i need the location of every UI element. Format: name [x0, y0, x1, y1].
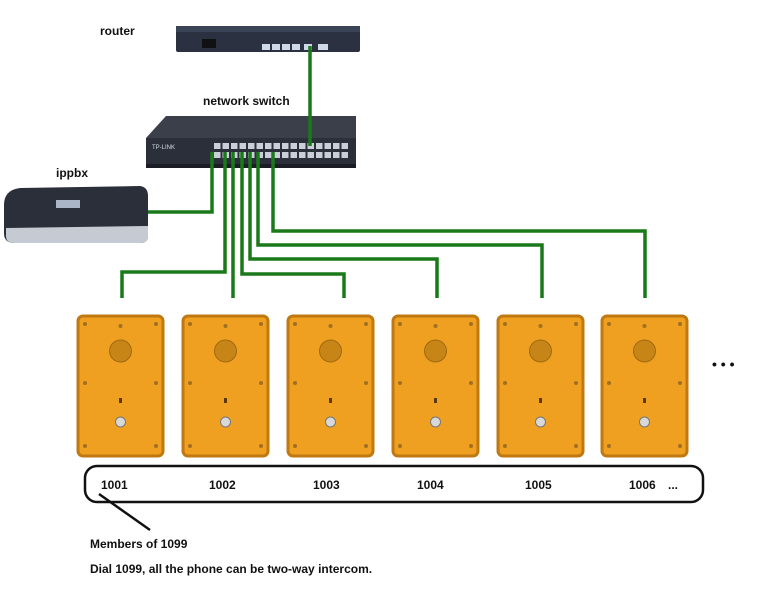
- instruction-text: Dial 1099, all the phone can be two-way …: [90, 562, 373, 576]
- intercom-phone-1004: [391, 314, 480, 458]
- switch-port: [333, 143, 340, 149]
- switch-port: [316, 152, 323, 158]
- switch-port: [231, 143, 238, 149]
- speaker-grille: [529, 339, 552, 363]
- extension-label-1006: 1006: [629, 478, 656, 492]
- switch-port: [248, 143, 255, 149]
- speaker-grille: [214, 339, 237, 363]
- cable-1004: [248, 152, 439, 298]
- switch-port: [299, 143, 306, 149]
- switch-port: [239, 143, 246, 149]
- call-button: [430, 416, 441, 428]
- extension-label-1003: 1003: [313, 478, 340, 492]
- switch-port: [290, 143, 297, 149]
- members-label: Members of 1099: [90, 537, 188, 551]
- switch-port: [341, 152, 348, 158]
- extension-label-1002: 1002: [209, 478, 236, 492]
- switch-port: [222, 143, 229, 149]
- extension-label-1005: 1005: [525, 478, 552, 492]
- members-bracket: [83, 464, 705, 532]
- switch-port: [214, 143, 221, 149]
- speaker-grille: [424, 339, 447, 363]
- switch-port: [273, 143, 280, 149]
- intercom-phone-1002: [181, 314, 270, 458]
- extension-label-1001: 1001: [101, 478, 128, 492]
- network-switch-label: network switch: [203, 94, 290, 108]
- switch-brand: TP-LINK: [152, 145, 175, 151]
- call-button: [325, 416, 336, 428]
- switch-port: [214, 152, 221, 158]
- switch-port: [282, 143, 289, 149]
- intercom-phone-1001: [76, 314, 165, 458]
- more-phones-indicator: • • •: [712, 356, 735, 372]
- phones-group: [76, 314, 689, 458]
- speaker-grille: [633, 339, 656, 363]
- switch-port: [333, 152, 340, 158]
- switch-port: [273, 152, 280, 158]
- cable-1003: [240, 152, 346, 298]
- call-button: [220, 416, 231, 428]
- switch-port: [290, 152, 297, 158]
- switch-port: [282, 152, 289, 158]
- ippbx-device: [4, 186, 148, 243]
- switch-port: [307, 152, 314, 158]
- router-label: router: [100, 24, 135, 38]
- cable-ippbx-switch: [148, 152, 214, 214]
- cable-1001: [120, 152, 227, 298]
- network-cables: [120, 46, 647, 298]
- switch-port: [265, 152, 272, 158]
- switch-port: [341, 143, 348, 149]
- intercom-phone-1006: [600, 314, 689, 458]
- switch-port: [299, 152, 306, 158]
- switch-port: [324, 143, 331, 149]
- intercom-phone-1003: [286, 314, 375, 458]
- extension-label-1004: 1004: [417, 478, 444, 492]
- speaker-grille: [109, 339, 132, 363]
- cable-1005: [256, 152, 544, 298]
- router-device: [176, 26, 360, 52]
- call-button: [535, 416, 546, 428]
- switch-port: [324, 152, 331, 158]
- cable-1006: [271, 152, 647, 298]
- switch-port: [256, 143, 263, 149]
- speaker-grille: [319, 339, 342, 363]
- switch-port: [265, 143, 272, 149]
- ippbx-label: ippbx: [56, 166, 88, 180]
- switch-port: [316, 143, 323, 149]
- call-button: [115, 416, 126, 428]
- extensions-ellipsis: ...: [668, 478, 679, 492]
- call-button: [639, 416, 650, 428]
- intercom-phone-1005: [496, 314, 585, 458]
